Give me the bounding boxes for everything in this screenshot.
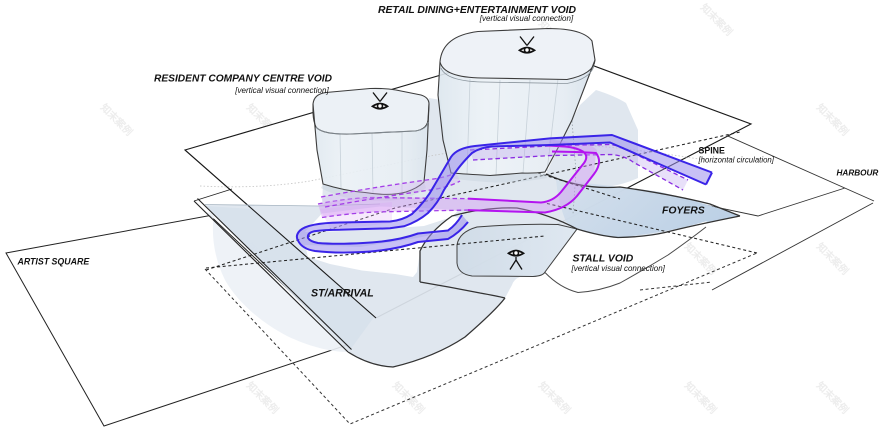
svg-text:HARBOUR: HARBOUR [837, 168, 879, 177]
svg-text:STALL VOID: STALL VOID [573, 254, 634, 265]
svg-text:[vertical visual connection]: [vertical visual connection] [479, 14, 574, 23]
svg-text:FOYERS: FOYERS [662, 206, 705, 217]
svg-text:[horizontal circulation]: [horizontal circulation] [698, 156, 775, 165]
svg-text:[vertical visual connection]: [vertical visual connection] [234, 86, 329, 95]
svg-text:ARTIST SQUARE: ARTIST SQUARE [17, 257, 91, 267]
svg-text:[vertical visual connection]: [vertical visual connection] [571, 264, 666, 273]
svg-text:RESIDENT COMPANY CENTRE VOID: RESIDENT COMPANY CENTRE VOID [154, 74, 333, 85]
svg-text:ST/ARRIVAL: ST/ARRIVAL [311, 288, 374, 300]
svg-text:SPINE: SPINE [699, 146, 726, 156]
svg-text:RETAIL DINING+ENTERTAINMENT VO: RETAIL DINING+ENTERTAINMENT VOID [378, 5, 577, 16]
